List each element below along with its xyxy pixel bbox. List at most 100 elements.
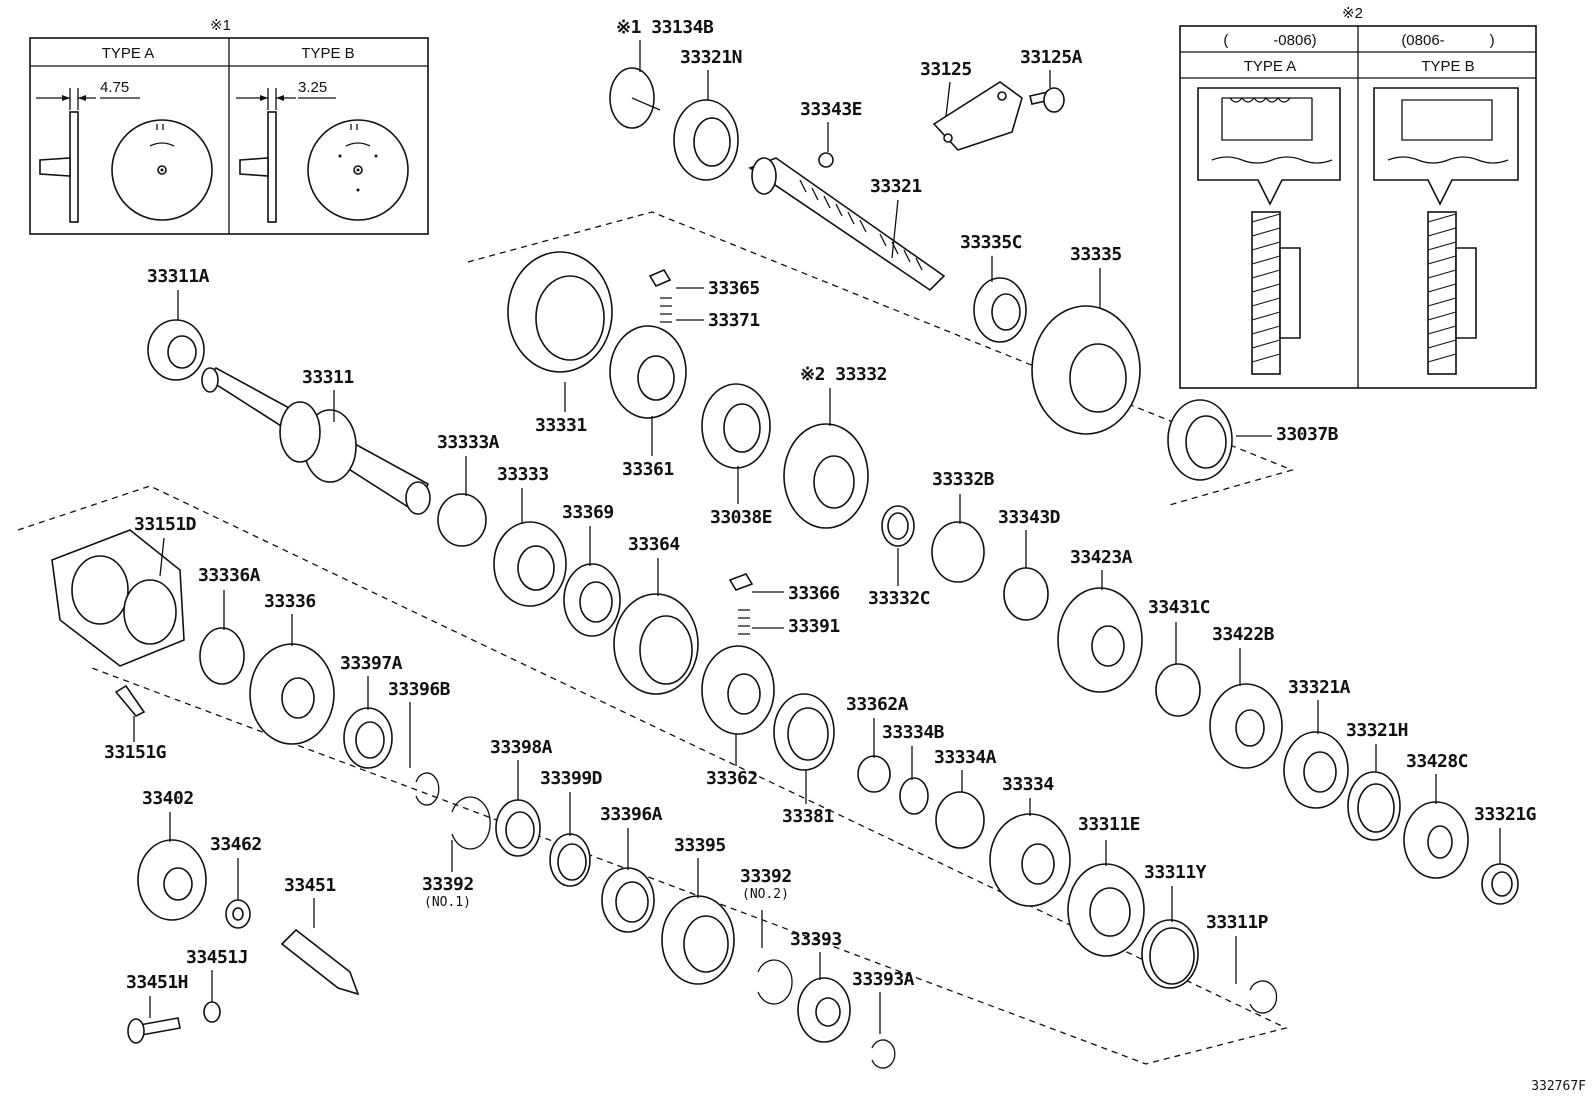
- bearing-33311A: [147, 319, 205, 381]
- part-label-33332b: 33332B: [932, 469, 995, 490]
- gear-type-b-callout: [1373, 87, 1519, 206]
- dim-type-b: 3.25: [298, 79, 327, 96]
- gear-33336: [249, 643, 335, 745]
- nut-33451J: [203, 1001, 221, 1023]
- snap-ring-33392-no2: [757, 959, 793, 1005]
- gear-33333: [493, 521, 567, 607]
- part-label-33381: 33381: [782, 806, 834, 827]
- input-shaft-33311: [201, 367, 431, 515]
- bearing-33333A: [437, 493, 487, 547]
- part-label-33321g: 33321G: [1474, 804, 1536, 825]
- part-label-33333a: 33333A: [437, 432, 500, 453]
- part-label-33311e: 33311E: [1078, 814, 1140, 835]
- part-label-33037b: 33037B: [1276, 424, 1339, 445]
- gear-33423A: [1057, 587, 1143, 693]
- part-label-33364: 33364: [628, 534, 680, 555]
- bolt-33451H: [127, 1017, 181, 1044]
- inset1-type-b: TYPE B: [301, 45, 354, 62]
- part-label-33151g: 33151G: [104, 742, 166, 763]
- part-sublabel-no1: (NO.1): [424, 895, 471, 910]
- part-label-33125: 33125: [920, 59, 972, 80]
- part-label-33321: 33321: [870, 176, 922, 197]
- part-label-33332c: 33332C: [868, 588, 930, 609]
- leader-lines: [133, 40, 1501, 1034]
- bearing-33336A: [199, 627, 245, 685]
- gear-33332: [783, 423, 869, 529]
- spring-33391: [738, 609, 750, 635]
- collar-33343D: [1003, 567, 1049, 621]
- part-sublabel-no2: (NO.2): [742, 887, 789, 902]
- bearing-33334A: [935, 791, 985, 849]
- part-label-33333: 33333: [497, 464, 549, 485]
- snap-ring-33393A: [871, 1039, 896, 1069]
- gear-33428C: [1403, 801, 1469, 879]
- gear-type-a-section: [1251, 211, 1301, 375]
- part-label-33335: 33335: [1070, 244, 1122, 265]
- group-outline-upper: [467, 211, 1294, 507]
- snap-ring-33362A: [857, 755, 891, 793]
- gear-33402: [137, 839, 207, 921]
- part-label-33391: 33391: [788, 616, 840, 637]
- washer-33462: [225, 899, 251, 929]
- part-label-33366: 33366: [788, 583, 840, 604]
- part-label-33451j: 33451J: [186, 947, 248, 968]
- bearing-33311E: [1067, 863, 1145, 957]
- hub-33393: [797, 977, 851, 1043]
- part-label-33336: 33336: [264, 591, 316, 612]
- sleeve-33364: [613, 593, 699, 695]
- part-label-33451h: 33451H: [126, 972, 188, 993]
- part-label-33038e: 33038E: [710, 507, 772, 528]
- part-label-33321n: 33321N: [680, 47, 742, 68]
- part-label-33125a: 33125A: [1020, 47, 1083, 68]
- snap-ring-33396B: [415, 772, 440, 806]
- part-label-33311p: 33311P: [1206, 912, 1269, 933]
- ring-33038E: [701, 383, 771, 469]
- part-label-33151d: 33151D: [134, 514, 197, 535]
- inset2-note-mark: ※2: [1342, 5, 1363, 22]
- shim-33134B: [609, 67, 661, 129]
- key-33366: [728, 573, 754, 591]
- part-label-33362: 33362: [706, 768, 758, 789]
- dim-type-a: 4.75: [100, 79, 129, 96]
- sleeve-33331: [507, 251, 613, 373]
- hub-33361: [609, 325, 687, 419]
- bearing-33321A: [1283, 731, 1349, 809]
- snap-ring-33311Y: [1141, 919, 1199, 989]
- part-label-33321a: 33321A: [1288, 677, 1351, 698]
- part-label-33392-no2: 33392: [740, 866, 792, 887]
- spring-33371: [660, 297, 672, 323]
- part-label-33451: 33451: [284, 875, 336, 896]
- part-label-33331: 33331: [535, 415, 587, 436]
- washer-33332C: [881, 505, 915, 547]
- inset-gear-types: ※2 ( -0806) (0806- ) TYPE A TYPE B: [1179, 5, 1537, 389]
- inset2-range-a: ( -0806): [1223, 32, 1316, 49]
- part-label-33343e: 33343E: [800, 99, 862, 120]
- part-label-33396a: 33396A: [600, 804, 663, 825]
- part-label-33336a: 33336A: [198, 565, 261, 586]
- part-label-33311y: 33311Y: [1144, 862, 1207, 883]
- output-shaft-33321: [748, 157, 946, 292]
- shaft-33451: [280, 928, 360, 996]
- shim-33321H: [1347, 771, 1401, 841]
- part-labels: ※1 33134B 33321N 33125 33125A 33343E 33321 333…: [104, 17, 1537, 993]
- part-label-33334b: 33334B: [882, 722, 945, 743]
- bearing-33332B: [931, 521, 985, 583]
- ring-33399D: [549, 833, 591, 887]
- inset2-type-a: TYPE A: [1244, 58, 1297, 75]
- part-label-33422b: 33422B: [1212, 624, 1275, 645]
- plate-33125: [932, 81, 1023, 151]
- gear-33335: [1031, 305, 1141, 435]
- part-label-33321h: 33321H: [1346, 720, 1408, 741]
- part-label-33361: 33361: [622, 459, 674, 480]
- part-label-33397a: 33397A: [340, 653, 403, 674]
- part-label-33399d: 33399D: [540, 768, 603, 789]
- key-33365: [648, 268, 672, 288]
- part-label-33311: 33311: [302, 367, 354, 388]
- part-label-33134b: ※1 33134B: [616, 17, 714, 38]
- part-label-33431c: 33431C: [1148, 597, 1210, 618]
- washer-33334B: [899, 777, 929, 815]
- cover-33151D: [51, 529, 185, 667]
- shim-type-a-face: [111, 119, 213, 221]
- gear-type-b-section: [1427, 211, 1477, 375]
- part-label-33371: 33371: [708, 310, 760, 331]
